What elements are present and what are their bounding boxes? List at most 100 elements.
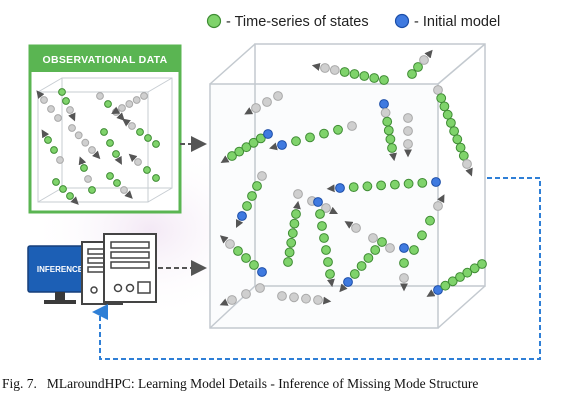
bead-chain [220, 129, 273, 163]
gray-bead [88, 146, 96, 154]
state-bead [58, 88, 66, 96]
gray-bead [433, 85, 443, 95]
gray-bead [56, 156, 64, 164]
gray-bead [140, 92, 148, 100]
gray-bead [385, 243, 395, 253]
state-bead [385, 134, 396, 145]
state-bead [462, 267, 473, 278]
gray-bead [301, 293, 311, 304]
bead-chain [236, 171, 267, 228]
feedback-loop-arrow [92, 177, 541, 360]
state-bead [440, 280, 451, 291]
small-cube [37, 77, 173, 203]
state-bead [255, 133, 266, 144]
figure-caption: Fig. 7.MLaroundHPC: Learning Model Detai… [2, 376, 570, 392]
initial-model-bead [379, 99, 389, 109]
state-bead [377, 237, 387, 247]
state-bead [356, 261, 367, 271]
bead-chain [311, 62, 389, 85]
bead-chain [100, 128, 122, 165]
chain-arrow-icon [220, 155, 230, 163]
chain-arrow-icon [68, 112, 76, 122]
gray-bead [462, 159, 472, 169]
state-bead [370, 245, 381, 255]
initial-model-bead [313, 197, 323, 207]
bead-chain [407, 49, 433, 79]
gray-bead [132, 96, 141, 104]
gray-bead [68, 124, 76, 132]
state-bead [447, 276, 458, 287]
chain-arrow-icon [36, 90, 45, 99]
state-bead [88, 186, 96, 194]
chain-arrow-icon [339, 283, 348, 293]
bead-chain [283, 200, 301, 267]
chain-arrow-icon [111, 106, 121, 114]
state-bead [362, 181, 373, 192]
state-bead [112, 150, 120, 158]
chain-arrow-icon [426, 289, 436, 297]
gray-bead [293, 189, 303, 199]
state-bead [233, 246, 243, 256]
state-bead [80, 164, 88, 172]
gray-bead [227, 295, 237, 305]
bead-chain [277, 291, 332, 305]
gray-bead [289, 292, 299, 303]
gray-bead [399, 273, 409, 283]
bead-chain [41, 129, 64, 164]
gray-bead [403, 113, 413, 123]
legend-initial-model-label: - Initial model [414, 14, 500, 30]
chain-arrow-icon [219, 298, 229, 306]
gray-bead [403, 126, 413, 136]
state-bead [349, 269, 360, 279]
bead-chain [58, 88, 76, 122]
gray-bead [277, 291, 287, 301]
server-rack-icon [81, 233, 157, 305]
gray-bead [351, 223, 361, 233]
state-bead [242, 201, 252, 211]
state-bead [291, 209, 301, 219]
state-bead [319, 233, 329, 243]
inference-label: INFERENCE [37, 265, 84, 274]
bead-chain [344, 221, 395, 253]
state-bead [66, 192, 74, 200]
state-bead [409, 245, 419, 255]
state-bead [383, 125, 394, 136]
chain-arrow-icon [326, 278, 335, 288]
state-bead [323, 257, 333, 267]
chain-arrow-icon [78, 156, 87, 166]
gray-bead [257, 171, 267, 181]
state-bead [286, 237, 297, 248]
state-bead [369, 73, 380, 83]
gray-bead [320, 63, 330, 73]
bead-chain [339, 237, 387, 293]
observational-data-label: OBSERVATIONAL DATA [43, 54, 168, 66]
bead-chain [36, 90, 62, 122]
gray-bead [74, 131, 83, 140]
state-bead [455, 142, 466, 153]
state-bead [50, 146, 58, 154]
state-bead [152, 174, 160, 182]
initial-model-bead [343, 277, 353, 287]
initial-model-bead [431, 177, 441, 187]
state-bead [317, 221, 327, 231]
monitor-stand [55, 292, 65, 300]
state-bead [52, 178, 60, 186]
state-bead [436, 93, 447, 104]
chain-arrow-icon [465, 167, 473, 177]
state-bead [359, 71, 370, 81]
gray-bead [125, 100, 134, 108]
gray-bead [40, 96, 48, 104]
state-bead [241, 142, 252, 153]
state-bead [106, 139, 114, 147]
state-bead [455, 272, 465, 282]
bead-chain [244, 91, 283, 115]
state-bead [319, 128, 329, 139]
bead-chain [409, 194, 445, 255]
state-bead [62, 97, 70, 105]
chain-arrow-icon [70, 196, 79, 205]
state-bead [399, 258, 409, 268]
legend: - Time-series of states - Initial model [206, 13, 500, 30]
state-bead [136, 128, 144, 136]
initial-model-bead [263, 129, 273, 139]
